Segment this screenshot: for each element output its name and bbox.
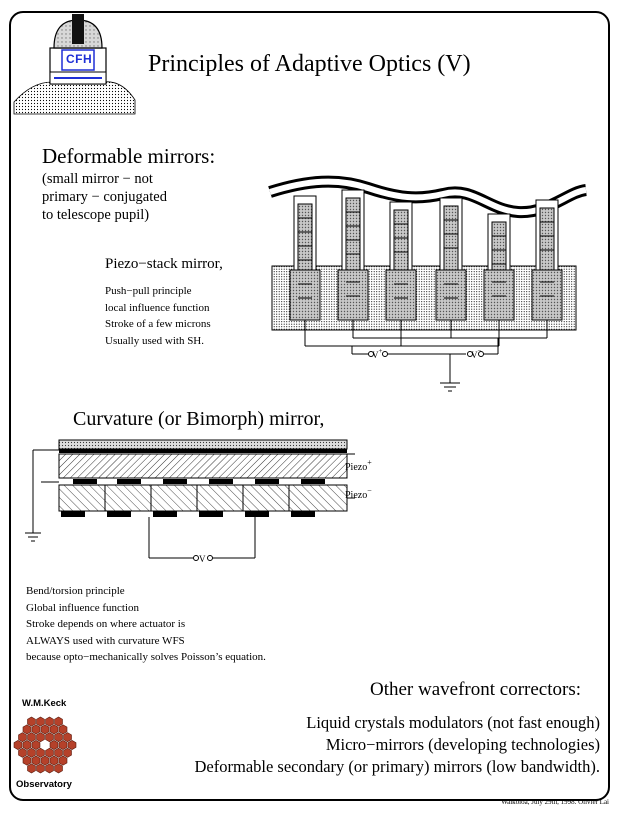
bimorph-note: because opto−mechanically solves Poisson… bbox=[26, 651, 266, 663]
bimorph-note: Bend/torsion principle bbox=[26, 585, 125, 597]
bimorph-note: ALWAYS used with curvature WFS bbox=[26, 634, 185, 647]
list-item: Deformable secondary (or primary) mirror… bbox=[194, 757, 601, 776]
mirror-segment bbox=[27, 747, 36, 758]
piezo-note: Push−pull principle bbox=[105, 285, 192, 297]
mirror-segment bbox=[58, 755, 68, 766]
subtitle-line: primary − conjugated bbox=[42, 189, 167, 205]
mirror-segment bbox=[67, 740, 77, 750]
page-title: Principles of Adaptive Optics (V) bbox=[148, 51, 471, 77]
actuator bbox=[337, 189, 369, 321]
mirror-segment bbox=[63, 747, 72, 758]
actuator bbox=[531, 199, 563, 321]
mirror-segment bbox=[49, 724, 59, 735]
actuator bbox=[435, 197, 467, 321]
mirror-segment bbox=[54, 732, 63, 743]
mirror-segment bbox=[40, 755, 50, 766]
curvature-mirror-title: Curvature (or Bimorph) mirror, bbox=[73, 408, 325, 430]
other-correctors-title: Other wavefront correctors: bbox=[370, 679, 582, 700]
mirror-segment bbox=[36, 732, 45, 743]
mirror-segment bbox=[31, 740, 41, 750]
mirror-segment bbox=[40, 724, 50, 735]
mirror-segment bbox=[22, 740, 32, 750]
mirror-segment bbox=[54, 716, 63, 727]
deformable-mirrors-subtitle: (small mirror − not primary − conjugated… bbox=[42, 170, 167, 224]
piezo-note: Stroke of a few microns bbox=[105, 318, 211, 330]
mirror-segment bbox=[27, 716, 36, 727]
bimorph-note: Global influence function bbox=[26, 601, 140, 614]
mirror-segment bbox=[45, 747, 54, 758]
deformable-mirrors-heading: Deformable mirrors: bbox=[42, 144, 216, 168]
mirror-segment bbox=[18, 747, 27, 758]
list-item: Micro−mirrors (developing technologies) bbox=[325, 735, 600, 754]
mirror-segment bbox=[27, 732, 36, 743]
slide-frame bbox=[9, 11, 610, 801]
keck-logo-top-text: W.M.Keck bbox=[22, 698, 67, 709]
v-label: V bbox=[199, 554, 206, 564]
mirror-segment bbox=[36, 747, 45, 758]
piezo-note: Usually used with SH. bbox=[105, 334, 204, 347]
piezo-minus-label: Piezo− bbox=[345, 486, 372, 501]
piezo-notes: Push−pull principle local influence func… bbox=[105, 283, 211, 349]
subtitle-line: to telescope pupil) bbox=[42, 207, 150, 223]
mirror-segment bbox=[63, 732, 72, 743]
mirror-segment bbox=[36, 763, 45, 774]
subtitle-line: (small mirror − not bbox=[42, 171, 153, 187]
mirror-segment bbox=[58, 740, 68, 750]
bimorph-diagram: Piezo+ Piezo− V bbox=[25, 439, 372, 564]
mirror-segment bbox=[54, 747, 63, 758]
other-correctors-list: Liquid crystals modulators (not fast eno… bbox=[195, 712, 601, 778]
piezo-stack-diagram: V+ V− bbox=[268, 175, 588, 392]
mirror-segment bbox=[22, 724, 32, 735]
footer-credit: Waikoloa, July 29th, 1998. Olivier Lai bbox=[501, 798, 609, 806]
cfh-logo-text: CFH bbox=[66, 52, 93, 66]
mirror-segment bbox=[45, 763, 54, 774]
keck-logo-bottom-text: Observatory bbox=[16, 779, 72, 790]
v-plus-label: V+ bbox=[372, 347, 383, 360]
mirror-segment bbox=[18, 732, 27, 743]
cfh-observatory-logo bbox=[13, 14, 136, 115]
keck-hexagon-mirror-logo bbox=[13, 716, 77, 774]
piezo-note: local influence function bbox=[105, 301, 210, 314]
actuator bbox=[385, 201, 417, 321]
actuator bbox=[483, 213, 515, 321]
mirror-segment bbox=[45, 716, 54, 727]
mirror-segment bbox=[45, 732, 54, 743]
mirror-segment bbox=[31, 724, 41, 735]
bimorph-note: Stroke depends on where actuator is bbox=[26, 618, 186, 630]
mirror-segment bbox=[36, 716, 45, 727]
v-minus-label: V− bbox=[471, 347, 482, 360]
mirror-segment bbox=[27, 763, 36, 774]
piezo-plus-label: Piezo+ bbox=[345, 458, 372, 473]
mirror-segment bbox=[49, 740, 59, 750]
mirror-segment bbox=[13, 740, 23, 750]
mirror-segment bbox=[54, 763, 63, 774]
mirror-segment bbox=[49, 755, 59, 766]
actuator bbox=[289, 195, 321, 321]
mirror-segment bbox=[22, 755, 32, 766]
mirror-segment bbox=[58, 724, 68, 735]
list-item: Liquid crystals modulators (not fast eno… bbox=[306, 713, 600, 732]
piezo-stack-title: Piezo−stack mirror, bbox=[105, 256, 223, 272]
actuator-stacks bbox=[289, 189, 563, 321]
bimorph-notes: Bend/torsion principle Global influence … bbox=[26, 583, 266, 666]
mirror-segment bbox=[31, 755, 41, 766]
